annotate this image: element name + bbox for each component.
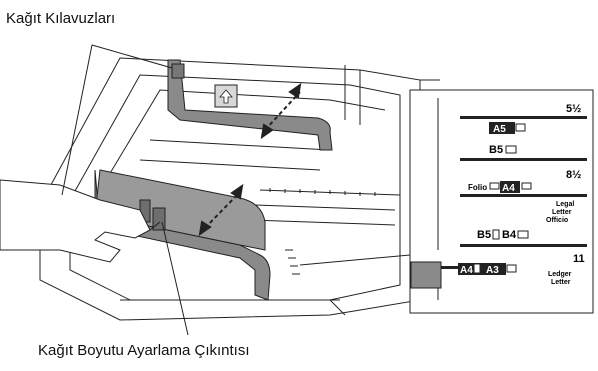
- paper-guides-label: Kağıt Kılavuzları: [6, 10, 116, 27]
- rear-paper-guide: [167, 59, 333, 151]
- hand-illustration: [0, 179, 151, 263]
- front-guide-arrow: [204, 191, 241, 229]
- scale-a4: A4: [502, 183, 515, 194]
- scale-letter: Letter: [552, 209, 572, 216]
- tray-inner: [69, 74, 401, 301]
- scale-5-half: 5½: [566, 103, 581, 115]
- a5-label-bg: [489, 122, 515, 134]
- scale-8-half: 8½: [566, 169, 581, 181]
- scale-ledger: Ledger: [548, 271, 572, 278]
- scale-a4-b: A4: [460, 265, 473, 276]
- leader-line: [61, 44, 93, 196]
- scale-11: 11: [573, 253, 585, 265]
- scale-folio: Folio: [468, 183, 487, 192]
- rear-guide-arrow: [264, 91, 301, 131]
- up-arrow-icon: [219, 89, 233, 104]
- scale-officio: Officio: [546, 217, 568, 224]
- size-tab-pointer: [410, 261, 442, 289]
- scale-legal: Legal: [556, 201, 574, 208]
- scale-b5: B5: [489, 144, 503, 156]
- scale-a3: A3: [486, 265, 499, 276]
- front-paper-guide: [94, 169, 271, 301]
- leader-line: [91, 44, 173, 69]
- scale-letter-2: Letter: [551, 279, 571, 286]
- scale-b5-b: B5: [477, 229, 491, 241]
- leader-line: [161, 221, 189, 336]
- zoom-leader-line: [299, 254, 411, 266]
- scale-a5: A5: [493, 124, 506, 135]
- size-scale-panel: 5½ A5 B5 8½ Folio A4 Legal Letter Offici…: [409, 89, 594, 314]
- guide-handle: [171, 63, 185, 79]
- size-adjust-tab-label: Kağıt Boyutu Ayarlama Çıkıntısı: [38, 342, 250, 359]
- scale-b4: B4: [502, 229, 517, 241]
